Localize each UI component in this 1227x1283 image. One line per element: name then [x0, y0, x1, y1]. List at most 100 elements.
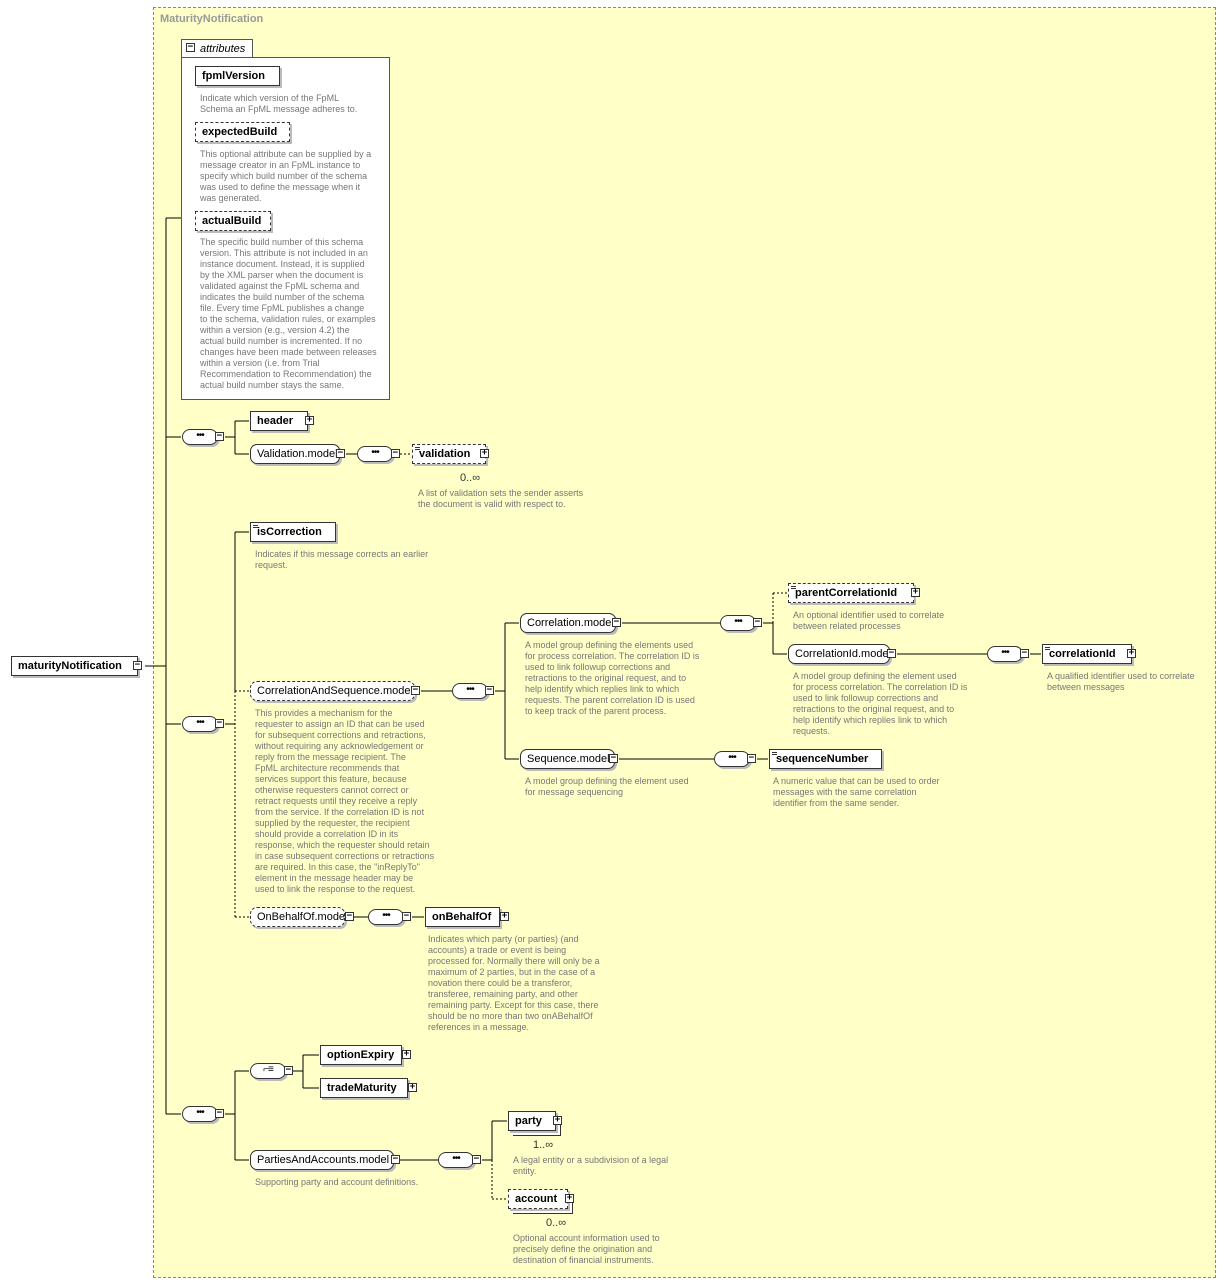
element-correlationId[interactable]: correlationId [1042, 644, 1132, 664]
group-correlationId-model[interactable]: CorrelationId.model [788, 644, 891, 664]
plus-box-icon[interactable]: + [305, 415, 314, 425]
element-sequenceNumber[interactable]: sequenceNumber [769, 749, 882, 769]
plus-box-icon[interactable]: + [480, 448, 489, 458]
cardinality-label: 0..∞ [546, 1217, 567, 1229]
group-label: PartiesAndAccounts.model [257, 1154, 390, 1166]
element-label: isCorrection [257, 526, 322, 538]
element-label: tradeMaturity [327, 1082, 397, 1094]
plus-box-icon[interactable]: + [553, 1115, 562, 1125]
choice-compositor-icon[interactable]: ⌐≡ [250, 1063, 286, 1079]
element-label: account [515, 1193, 558, 1205]
minus-box-icon[interactable]: − [186, 42, 195, 52]
minus-box-icon[interactable]: − [133, 660, 142, 670]
group-correlation-model[interactable]: Correlation.model [520, 613, 616, 633]
group-validation-model[interactable]: Validation.model [250, 444, 340, 464]
sequence-compositor-icon[interactable]: ••• [182, 716, 218, 732]
attribute-description: The specific build number of this schema… [200, 237, 377, 390]
frame-title: MaturityNotification [160, 13, 264, 25]
correlation-model-description: A model group defining the elements used… [525, 640, 700, 716]
plus-box-icon[interactable]: + [402, 1049, 411, 1059]
element-label: sequenceNumber [776, 753, 869, 765]
element-label: validation [419, 448, 471, 460]
correlationId-model-description: A model group defining the element used … [793, 671, 968, 736]
minus-box-icon[interactable]: − [1020, 648, 1029, 658]
element-label: party [515, 1115, 542, 1127]
group-sequence-model[interactable]: Sequence.model [520, 749, 615, 769]
minus-box-icon[interactable]: − [411, 685, 420, 695]
attribute-fpmlVersion[interactable]: fpmlVersion [195, 66, 280, 86]
sequence-compositor-icon[interactable]: ••• [987, 646, 1023, 662]
sequence-compositor-icon[interactable]: ••• [368, 909, 404, 925]
sequence-compositor-icon[interactable]: ••• [714, 751, 750, 767]
minus-box-icon[interactable]: − [391, 1154, 400, 1164]
attribute-label: actualBuild [202, 215, 262, 227]
element-tradeMaturity[interactable]: tradeMaturity [320, 1078, 408, 1098]
minus-box-icon[interactable]: − [485, 685, 494, 695]
sequence-compositor-icon[interactable]: ••• [720, 615, 756, 631]
parties-and-accounts-description: Supporting party and account definitions… [255, 1177, 419, 1187]
group-label: Validation.model [257, 448, 338, 460]
minus-box-icon[interactable]: − [215, 1108, 224, 1118]
validation-description: A list of validation sets the sender ass… [418, 488, 584, 509]
group-onBehalfOf-model[interactable]: OnBehalfOf.model [250, 907, 348, 927]
minus-box-icon[interactable]: − [215, 431, 224, 441]
parentCorrelationId-description: An optional identifier used to correlate… [793, 610, 945, 631]
minus-box-icon[interactable]: − [336, 448, 345, 458]
element-optionExpiry[interactable]: optionExpiry [320, 1045, 402, 1065]
sequenceNumber-description: A numeric value that can be used to orde… [773, 776, 940, 808]
plus-box-icon[interactable]: + [911, 587, 920, 597]
minus-box-icon[interactable]: − [215, 718, 224, 728]
group-correlation-and-sequence-model[interactable]: CorrelationAndSequence.model [250, 681, 415, 701]
sequence-compositor-icon[interactable]: ••• [452, 683, 488, 699]
element-party[interactable]: party [508, 1111, 556, 1131]
attributes-tab[interactable]: attributes [181, 39, 253, 57]
attribute-label: expectedBuild [202, 126, 278, 138]
element-label: parentCorrelationId [795, 587, 898, 599]
attributes-tab-label: attributes [200, 43, 246, 55]
root-label: maturityNotification [18, 660, 122, 672]
plus-box-icon[interactable]: + [1127, 648, 1136, 658]
element-validation[interactable]: validation [412, 444, 486, 464]
element-parentCorrelationId[interactable]: parentCorrelationId [788, 583, 914, 603]
party-description: A legal entity or a subdivision of a leg… [513, 1155, 669, 1176]
element-onBehalfOf[interactable]: onBehalfOf [425, 907, 500, 927]
minus-box-icon[interactable]: − [612, 617, 621, 627]
attribute-description: This optional attribute can be supplied … [200, 149, 372, 203]
attribute-expectedBuild[interactable]: expectedBuild [195, 122, 290, 142]
attribute-label: fpmlVersion [202, 70, 265, 82]
minus-box-icon[interactable]: − [472, 1154, 481, 1164]
element-account[interactable]: account [508, 1189, 568, 1209]
group-label: Correlation.model [527, 617, 614, 629]
correlationId-description: A qualified identifier used to correlate… [1047, 671, 1195, 692]
sequence-compositor-icon[interactable]: ••• [182, 429, 218, 445]
group-label: CorrelationId.model [795, 648, 891, 660]
minus-box-icon[interactable]: − [402, 911, 411, 921]
correlation-and-sequence-description: This provides a mechanism for the reques… [255, 708, 435, 894]
sequence-compositor-icon[interactable]: ••• [182, 1106, 218, 1122]
minus-box-icon[interactable]: − [747, 753, 756, 763]
account-description: Optional account information used to pre… [513, 1233, 660, 1265]
element-label: correlationId [1049, 648, 1116, 660]
element-label: header [257, 415, 294, 427]
element-header[interactable]: header [250, 411, 308, 431]
minus-box-icon[interactable]: − [345, 911, 354, 921]
minus-box-icon[interactable]: − [284, 1065, 293, 1075]
element-isCorrection[interactable]: isCorrection [250, 522, 336, 542]
sequence-compositor-icon[interactable]: ••• [438, 1152, 474, 1168]
group-parties-and-accounts-model[interactable]: PartiesAndAccounts.model [250, 1150, 394, 1170]
isCorrection-description: Indicates if this message corrects an ea… [255, 549, 429, 570]
minus-box-icon[interactable]: − [609, 753, 618, 763]
sequence-model-description: A model group defining the element used … [525, 776, 689, 797]
sequence-compositor-icon[interactable]: ••• [357, 446, 393, 462]
minus-box-icon[interactable]: − [887, 648, 896, 658]
attribute-actualBuild[interactable]: actualBuild [195, 211, 271, 231]
root-element-maturityNotification[interactable]: maturityNotification [11, 656, 138, 676]
minus-box-icon[interactable]: − [753, 617, 762, 627]
cardinality-label: 0..∞ [460, 472, 481, 484]
minus-box-icon[interactable]: − [391, 448, 400, 458]
group-label: Sequence.model [527, 753, 610, 765]
plus-box-icon[interactable]: + [500, 911, 509, 921]
plus-box-icon[interactable]: + [565, 1193, 574, 1203]
cardinality-label: 1..∞ [533, 1139, 554, 1151]
plus-box-icon[interactable]: + [408, 1082, 417, 1092]
